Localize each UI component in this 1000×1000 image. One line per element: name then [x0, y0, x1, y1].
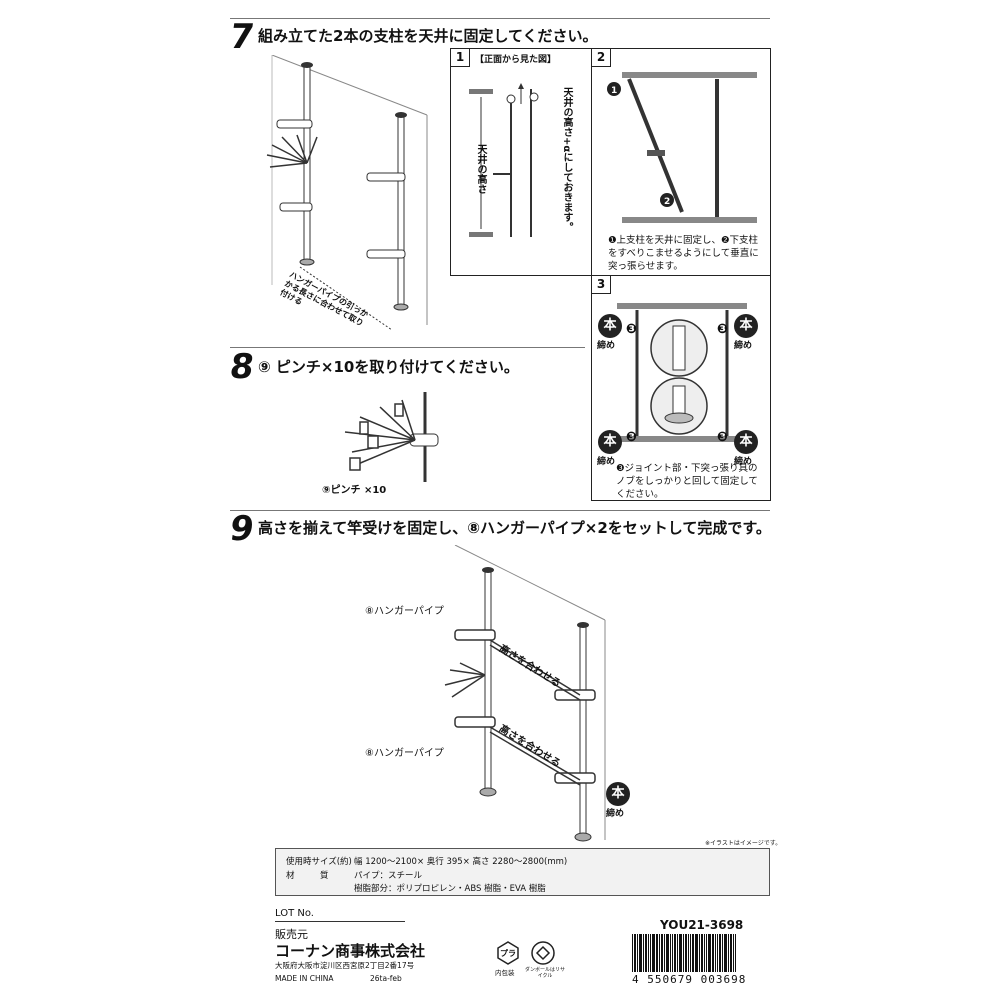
step-7-number: 7 [227, 17, 257, 57]
made-in: MADE IN CHINA [275, 974, 334, 983]
panel-2-diagram: 1 2 [607, 72, 757, 223]
step-8-divider [230, 347, 585, 348]
step-8-number: 8 [227, 347, 257, 387]
step-7-illustration [266, 55, 428, 330]
panel-1-tag: 1 [451, 49, 470, 67]
material-value-1: パイプ：スチール [354, 871, 423, 881]
completed-rack-illustration [444, 545, 606, 842]
company-address: 大阪府大阪市淀川区西宮原2丁目2番17号 [275, 961, 415, 970]
tighten-badge-bl: 本 [598, 430, 622, 454]
step-8-title: ⑨ ピンチ×10を取り付けてください。 [258, 358, 519, 376]
step-3-marker-tr: ❸ [717, 322, 729, 337]
material-label: 材 質 [286, 871, 329, 881]
panel-2-text: ❶上支柱を天井に固定し、❷下支柱をすべりこませるようにして垂直に突っ張らせます。 [608, 235, 759, 272]
cardboard-recycle-icon [531, 941, 555, 965]
panel-2-tag: 2 [592, 49, 611, 67]
product-code: YOU21-3698 [660, 918, 744, 932]
cardboard-label: ダンボールはリサイクル [525, 967, 566, 979]
alpha-note: 天井の高さ+αにしておきます。 [561, 87, 572, 233]
pla-text: プラ [500, 949, 516, 958]
step-3-marker-tl: ❸ [626, 322, 638, 337]
step-3-marker-br: ❸ [717, 430, 729, 445]
seller-label: 販売元 [275, 928, 308, 941]
material-value-2: 樹脂部分：ポリプロピレン・ABS 樹脂・EVA 樹脂 [354, 884, 546, 894]
pla-label: 内包装 [495, 969, 515, 977]
hanger-pipe-label-1: ⑧ハンガーパイプ [365, 606, 444, 617]
tighten-badge-final: 本 [606, 782, 630, 806]
spec-box: 使用時サイズ(約) 幅 1200〜2100× 奥行 395× 高さ 2280〜2… [275, 848, 770, 896]
svg-text:2: 2 [664, 197, 670, 207]
size-value: 幅 1200〜2100× 奥行 395× 高さ 2280〜2800(mm) [354, 857, 568, 867]
pinch-illustration [344, 392, 439, 482]
tighten-sub-br: 締め [734, 457, 753, 467]
lot-label: LOT No. [275, 908, 314, 919]
tighten-badge-tr: 本 [734, 314, 758, 338]
ceiling-height-label: 天井の高さ [475, 144, 486, 194]
tighten-badge-br: 本 [734, 430, 758, 454]
tighten-sub-tr: 締め [734, 341, 753, 351]
barcode-number: 4 550679 003698 [632, 973, 747, 986]
panel-1-heading: 【正面から見た図】 [475, 55, 557, 65]
hanger-pipe-label-2: ⑧ハンガーパイプ [365, 748, 444, 759]
panel-3-diagram [617, 303, 747, 442]
tighten-sub-final: 締め [606, 809, 625, 819]
panel-3: 3 本 締め 本 締め 本 締め 本 締め ❸ ❸ ❸ ❸ ❸ジョイント部・下突… [591, 275, 771, 501]
svg-text:1: 1 [611, 86, 617, 96]
front-view-diagram [469, 83, 539, 237]
tighten-sub-bl: 締め [597, 457, 616, 467]
panel-1: 1 【正面から見た図】 天井の高さ 天井の高さ+αにしておきます。 [450, 48, 592, 276]
panel-3-tag: 3 [592, 276, 611, 294]
company-name: コーナン商事株式会社 [275, 942, 426, 960]
step-9-number: 9 [227, 509, 257, 549]
panel-2: 2 1 2 ❶上支柱を天井に固定し、❷下支柱をすべりこませるようにして垂直に突っ… [591, 48, 771, 276]
code-small: 26ta-feb [370, 974, 402, 983]
tighten-sub-tl: 締め [597, 341, 616, 351]
panel-3-text: ❸ジョイント部・下突っ張り具のノブをしっかりと回して固定してください。 [616, 463, 758, 500]
image-note: ※イラストはイメージです。 [705, 840, 782, 847]
step-7-title: 組み立てた2本の支柱を天井に固定してください。 [258, 27, 598, 45]
step-3-marker-bl: ❸ [626, 430, 638, 445]
size-label: 使用時サイズ(約) [286, 857, 352, 867]
step-9-divider [230, 510, 770, 511]
pla-recycle-icon [497, 941, 519, 965]
step-9-title: 高さを揃えて竿受けを固定し、⑧ハンガーパイプ×2をセットして完成です。 [258, 519, 771, 537]
pinch-caption: ⑨ピンチ ×10 [322, 485, 387, 496]
tighten-badge-tl: 本 [598, 314, 622, 338]
top-divider [230, 18, 770, 19]
lot-underline [275, 921, 405, 922]
barcode [632, 934, 770, 972]
